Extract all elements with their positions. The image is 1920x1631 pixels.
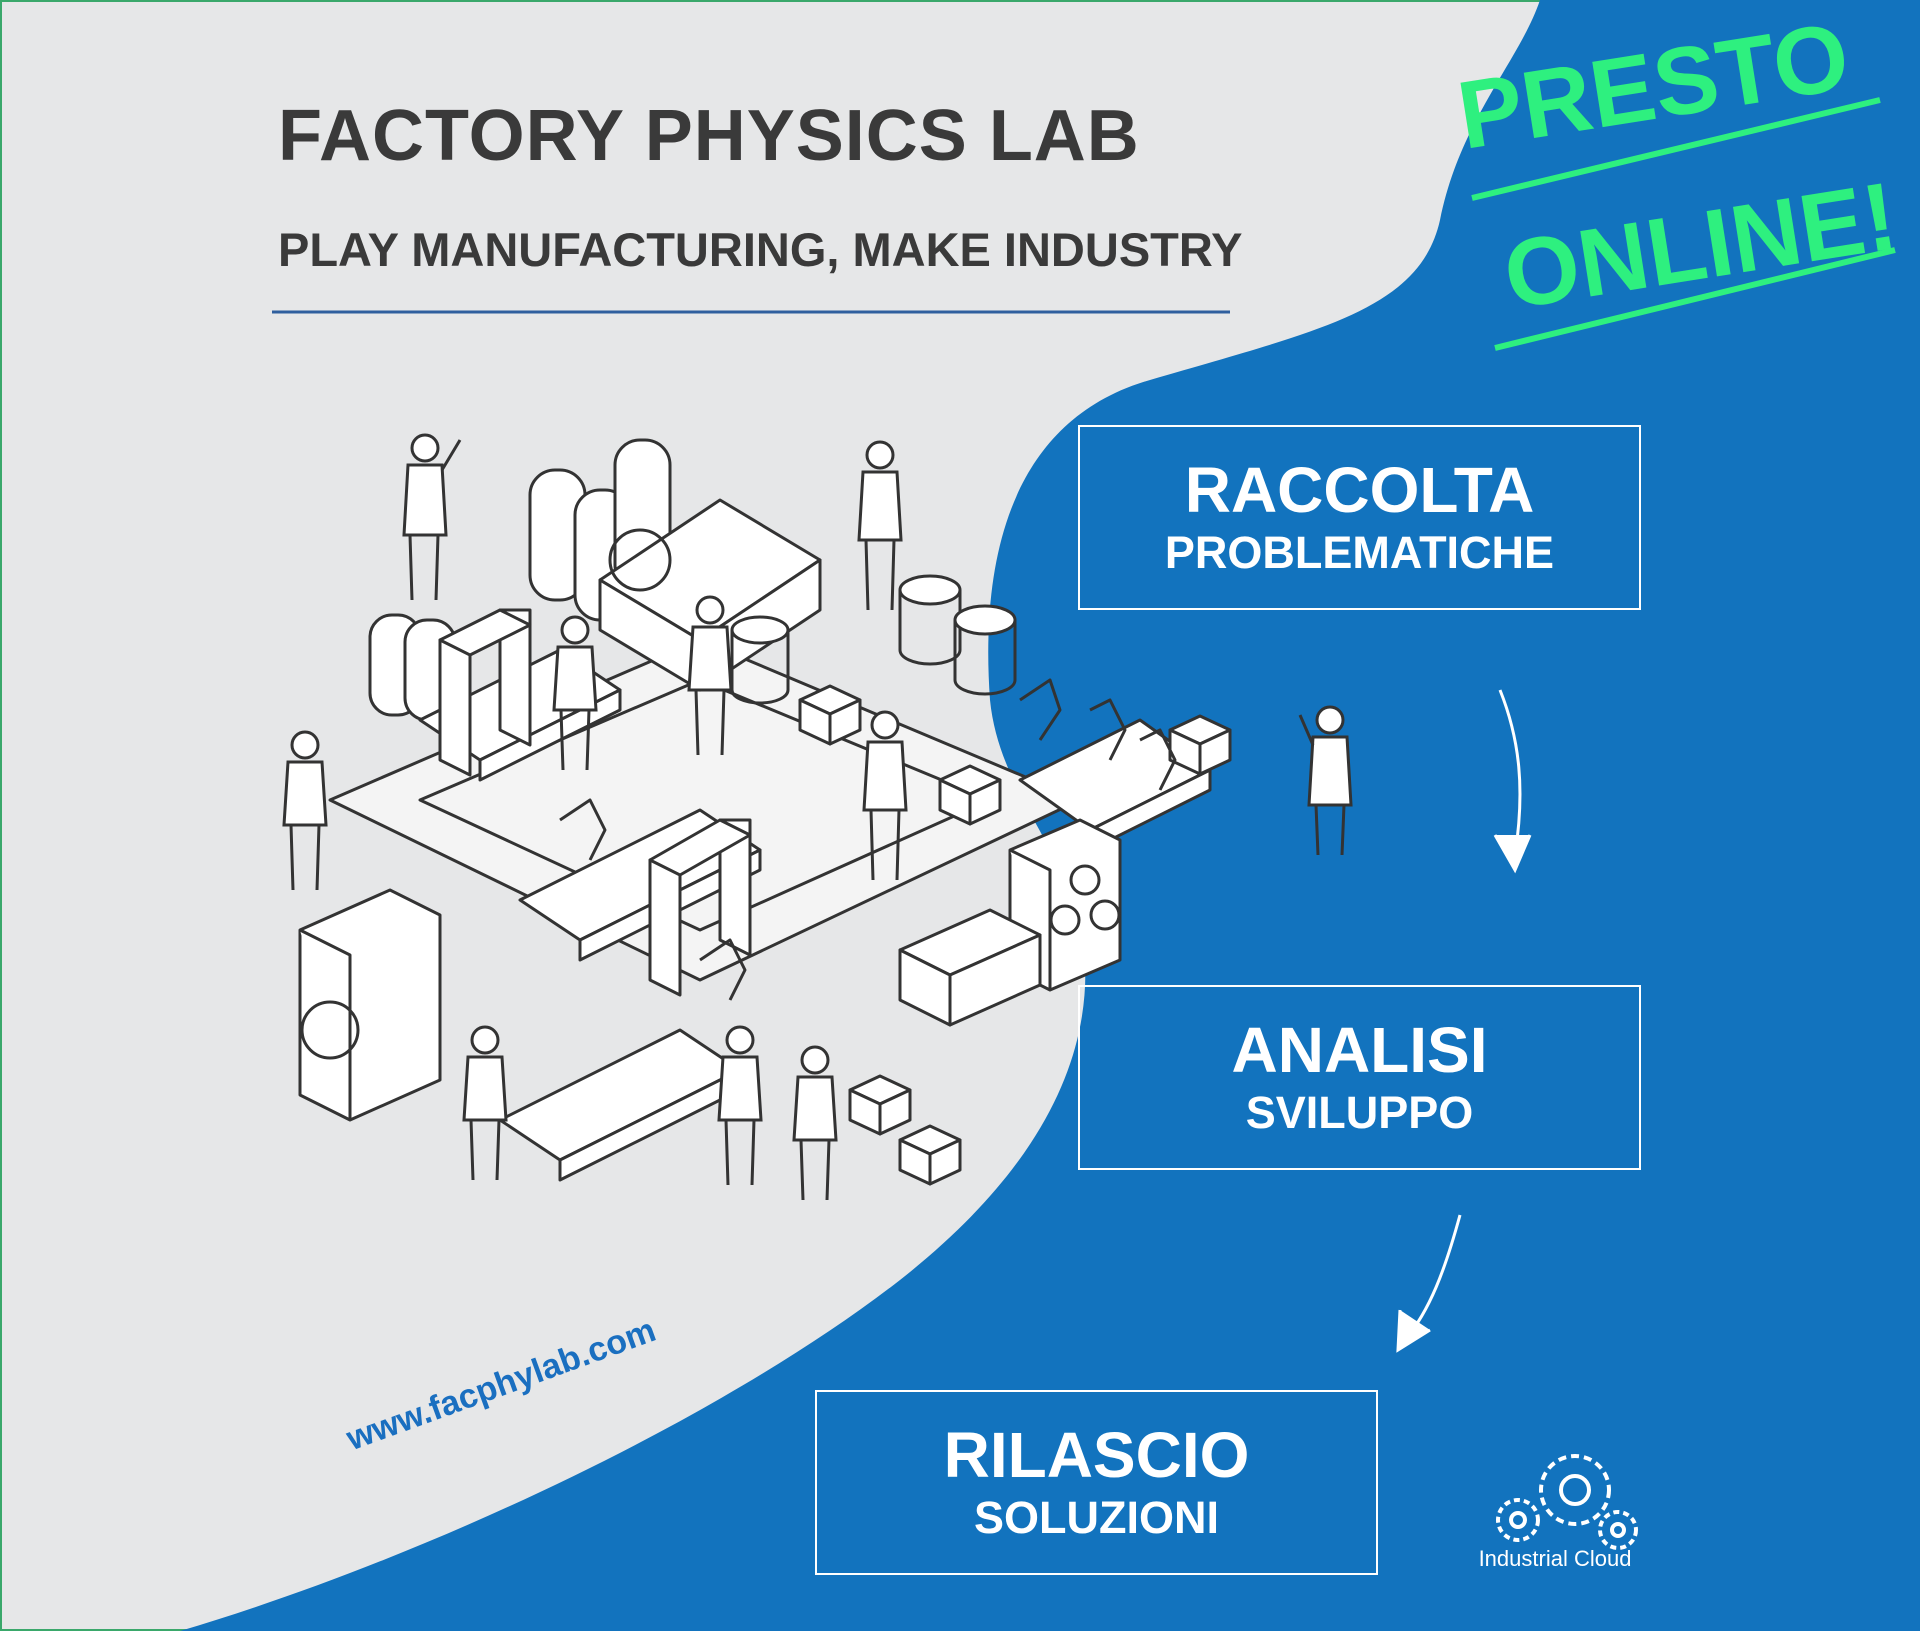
worker-figure [717, 1025, 763, 1186]
worker-figure [552, 615, 598, 771]
workers [282, 433, 1353, 1201]
step-title: RILASCIO [943, 1419, 1250, 1492]
page-title: FACTORY PHYSICS LAB [278, 96, 1140, 176]
step-box-analisi: ANALISI SVILUPPO [1078, 985, 1641, 1170]
worker-figure [282, 730, 328, 891]
stamp-underline-1 [1471, 97, 1881, 201]
worker-figure [462, 1025, 508, 1181]
step-subtitle: SVILUPPO [1245, 1086, 1474, 1138]
step-subtitle: SOLUZIONI [974, 1491, 1219, 1543]
flow-arrow-2 [1396, 1214, 1462, 1353]
worker-figure [792, 1045, 838, 1201]
logo-label: Industrial Cloud [1478, 1546, 1632, 1571]
step-title: RACCOLTA [1184, 454, 1535, 527]
step-title: ANALISI [1231, 1014, 1488, 1087]
worker-figure [687, 595, 733, 756]
worker-figure [402, 433, 462, 601]
worker-figure [1298, 705, 1353, 856]
gears-icon [1496, 1454, 1638, 1550]
page-subtitle: PLAY MANUFACTURING, MAKE INDUSTRY [278, 223, 1243, 276]
step-subtitle: PROBLEMATICHE [1164, 526, 1555, 578]
step-box-raccolta: RACCOLTA PROBLEMATICHE [1078, 425, 1641, 610]
worker-figure [862, 710, 908, 881]
stamp-underline-2 [1494, 247, 1896, 351]
flow-arrow-1 [1493, 689, 1532, 874]
step-box-rilascio: RILASCIO SOLUZIONI [815, 1390, 1378, 1575]
worker-figure [857, 440, 903, 611]
